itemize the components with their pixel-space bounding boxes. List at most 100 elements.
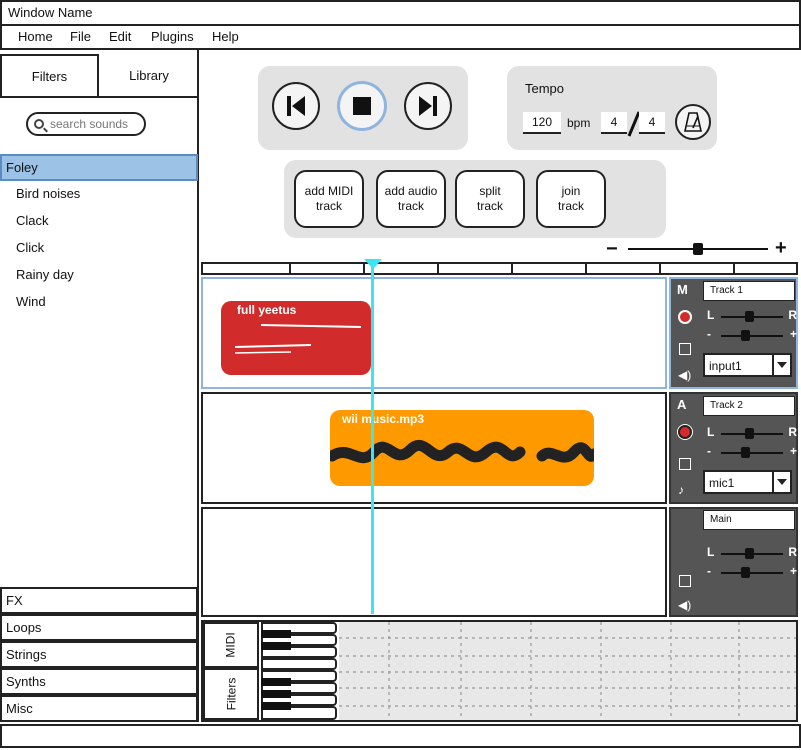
volume-line	[721, 452, 783, 454]
track-name-field[interactable]: Track 1	[703, 281, 795, 301]
zoom-in-button[interactable]: +	[775, 237, 787, 259]
guitar-icon[interactable]: ♪	[678, 483, 684, 497]
menu-home[interactable]: Home	[18, 29, 53, 44]
record-arm-button[interactable]	[678, 310, 692, 324]
list-item[interactable]: Clack	[16, 213, 49, 228]
track-lane-2[interactable]: wii music.mp3	[201, 392, 667, 504]
chevron-down-icon[interactable]	[772, 472, 790, 492]
menu-edit[interactable]: Edit	[109, 29, 132, 44]
search-icon	[34, 119, 44, 129]
playhead[interactable]	[371, 262, 374, 614]
volume-plus-label: +	[789, 444, 797, 458]
piano-black-key[interactable]	[261, 678, 291, 686]
pan-knob[interactable]	[745, 311, 754, 322]
menu-file[interactable]: File	[70, 29, 91, 44]
metronome-icon	[684, 112, 702, 132]
piano-black-key[interactable]	[261, 702, 291, 710]
record-arm-button[interactable]	[678, 425, 692, 439]
tab-midi[interactable]: MIDI	[203, 622, 259, 668]
chevron-down-icon[interactable]	[772, 355, 790, 375]
input-select[interactable]: input1	[703, 353, 792, 377]
skip-back-button[interactable]	[272, 82, 320, 130]
tab-filters[interactable]: Filters	[0, 54, 99, 98]
category-foley[interactable]: Foley	[0, 154, 198, 181]
search-input[interactable]: search sounds	[26, 112, 146, 136]
category-synths[interactable]: Synths	[0, 668, 198, 695]
pan-slider[interactable]: L R	[707, 425, 797, 441]
stop-button[interactable]	[338, 82, 386, 130]
piano-black-key[interactable]	[261, 690, 291, 698]
piano-key[interactable]	[261, 658, 337, 670]
ruler-tick	[585, 264, 587, 274]
pan-knob[interactable]	[745, 428, 754, 439]
timeline-ruler[interactable]	[201, 262, 798, 275]
ruler-tick	[659, 264, 661, 274]
metronome-button[interactable]	[675, 104, 711, 140]
tempo-panel: Tempo 120 bpm 4 4	[507, 66, 717, 150]
track-strip-2: A Track 2 L R - + ♪ mic1	[669, 392, 798, 504]
volume-minus-label: -	[707, 444, 711, 458]
volume-knob[interactable]	[741, 567, 750, 578]
track-type-letter: M	[677, 282, 688, 297]
volume-knob[interactable]	[741, 447, 750, 458]
tab-library[interactable]: Library	[99, 54, 199, 98]
category-fx[interactable]: FX	[0, 587, 198, 614]
playhead-handle[interactable]	[364, 259, 382, 269]
menu-help[interactable]: Help	[212, 29, 239, 44]
volume-knob[interactable]	[741, 330, 750, 341]
track-name-field[interactable]: Track 2	[703, 396, 795, 416]
clip-label: full yeetus	[237, 303, 297, 317]
speaker-icon[interactable]: ◀)	[678, 368, 692, 382]
track-name-field[interactable]: Main	[703, 510, 795, 530]
track-checkbox[interactable]	[679, 458, 691, 470]
audio-clip-2[interactable]: wii music.mp3	[330, 410, 594, 486]
category-misc[interactable]: Misc	[0, 695, 198, 722]
zoom-slider-knob[interactable]	[693, 243, 703, 255]
zoom-out-button[interactable]: −	[606, 238, 618, 260]
volume-minus-label: -	[707, 564, 711, 578]
status-bar	[0, 724, 801, 748]
ruler-tick	[289, 264, 291, 274]
list-item[interactable]: Click	[16, 240, 45, 255]
tab-bottom-filters[interactable]: Filters	[203, 668, 259, 720]
track-checkbox[interactable]	[679, 575, 691, 587]
volume-minus-label: -	[707, 327, 711, 341]
menu-bar: Home File Edit Plugins Help	[0, 26, 801, 50]
pan-knob[interactable]	[745, 548, 754, 559]
skip-forward-button[interactable]	[404, 82, 452, 130]
category-label: Strings	[6, 647, 47, 662]
volume-slider[interactable]: - +	[707, 444, 797, 460]
search-placeholder: search sounds	[50, 117, 129, 131]
volume-slider[interactable]: - +	[707, 564, 797, 580]
list-item[interactable]: Rainy day	[16, 267, 74, 282]
time-sig-denominator[interactable]: 4	[639, 112, 665, 134]
ruler-tick	[363, 264, 365, 274]
menu-plugins[interactable]: Plugins	[151, 29, 194, 44]
pan-slider[interactable]: L R	[707, 545, 797, 561]
track-lane-main[interactable]	[201, 507, 667, 617]
volume-slider[interactable]: - +	[707, 327, 797, 343]
list-item[interactable]: Wind	[16, 294, 46, 309]
track-checkbox[interactable]	[679, 343, 691, 355]
time-sig-numerator[interactable]: 4	[601, 112, 627, 134]
category-strings[interactable]: Strings	[0, 641, 198, 668]
speaker-icon[interactable]: ◀)	[678, 598, 692, 612]
skip-back-icon	[287, 96, 305, 116]
note-grid[interactable]	[339, 622, 796, 720]
pan-left-label: L	[707, 425, 715, 439]
piano-black-key[interactable]	[261, 630, 291, 638]
audio-clip-1[interactable]: full yeetus	[221, 301, 371, 375]
pan-slider[interactable]: L R	[707, 308, 797, 324]
input-select[interactable]: mic1	[703, 470, 792, 494]
track-lane-1[interactable]: full yeetus	[201, 277, 667, 389]
piano-black-key[interactable]	[261, 642, 291, 650]
category-loops[interactable]: Loops	[0, 614, 198, 641]
bpm-input[interactable]: 120	[523, 112, 561, 134]
list-item[interactable]: Bird noises	[16, 186, 81, 201]
